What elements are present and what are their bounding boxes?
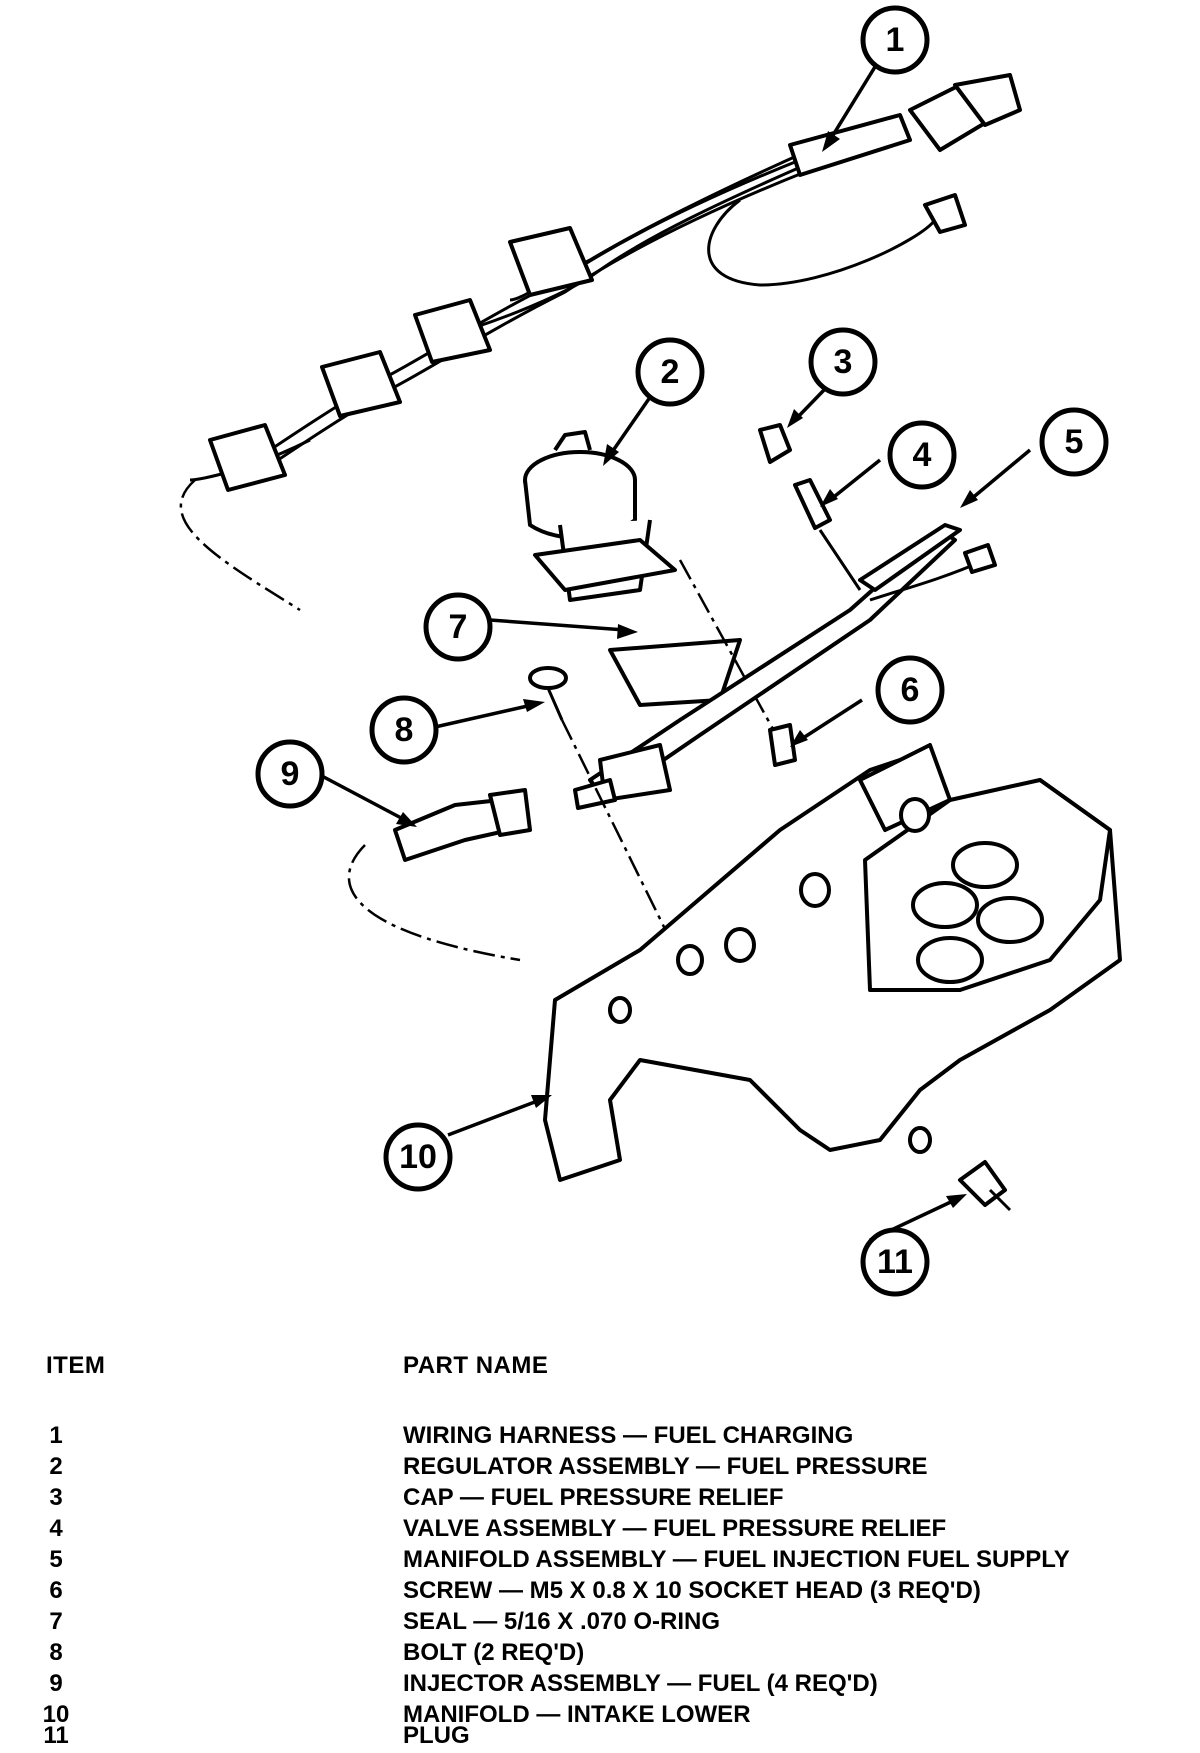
callout-3: 3: [808, 327, 878, 397]
legend-part-name: INJECTOR ASSEMBLY — FUEL (4 REQ'D): [403, 1670, 878, 1697]
legend-item-number: 1: [49, 1422, 63, 1449]
svg-text:1: 1: [886, 21, 905, 59]
legend-row: 2 REGULATOR ASSEMBLY — FUEL PRESSURE: [0, 1453, 1200, 1484]
legend-row: 11 PLUG: [0, 1722, 1200, 1753]
callout-2: 2: [635, 337, 705, 407]
svg-text:3: 3: [834, 343, 853, 381]
legend-row: 5 MANIFOLD ASSEMBLY — FUEL INJECTION FUE…: [0, 1546, 1200, 1577]
lower-intake-manifold: [543, 743, 1122, 1182]
legend-item-number: 8: [49, 1639, 63, 1666]
callout-9: 9: [255, 739, 325, 809]
legend-row: 4 VALVE ASSEMBLY — FUEL PRESSURE RELIEF: [0, 1515, 1200, 1546]
legend-part-name: VALVE ASSEMBLY — FUEL PRESSURE RELIEF: [403, 1515, 947, 1542]
legend-row: 7 SEAL — 5/16 X .070 O-RING: [0, 1608, 1200, 1639]
svg-text:8: 8: [395, 711, 414, 749]
legend-part-name: SEAL — 5/16 X .070 O-RING: [403, 1608, 721, 1635]
legend-item-number: 10: [42, 1701, 70, 1728]
legend-item-number: 4: [49, 1515, 63, 1542]
callout-1: 1: [860, 5, 930, 75]
legend-item-number: 7: [49, 1608, 63, 1635]
legend-row: 8 BOLT (2 REQ'D): [0, 1639, 1200, 1670]
relief-cap-and-valve: [758, 423, 862, 591]
svg-text:2: 2: [661, 353, 680, 391]
legend-part-name: MANIFOLD — INTAKE LOWER: [403, 1701, 751, 1728]
legend-part-name: SCREW — M5 X 0.8 X 10 SOCKET HEAD (3 REQ…: [403, 1577, 981, 1604]
legend-item-number: 5: [49, 1546, 63, 1573]
legend-item-number: 2: [49, 1453, 63, 1480]
legend-row: 9 INJECTOR ASSEMBLY — FUEL (4 REQ'D): [0, 1670, 1200, 1701]
svg-text:10: 10: [399, 1138, 437, 1176]
legend-part-name: MANIFOLD ASSEMBLY — FUEL INJECTION FUEL …: [403, 1546, 1070, 1573]
legend-part-name: CAP — FUEL PRESSURE RELIEF: [403, 1484, 784, 1511]
bolt: [528, 666, 702, 1001]
svg-text:7: 7: [449, 608, 468, 646]
legend-item-number: 11: [43, 1722, 69, 1749]
leader-lines: [319, 61, 1032, 1242]
exploded-parts-diagram: 1 2 3 4 5 6 7 8 9 10 11: [179, 5, 1122, 1297]
parts-legend: ITEM PART NAME 1 WIRING HARNESS — FUEL C…: [0, 1352, 1200, 1749]
svg-text:9: 9: [281, 755, 300, 793]
legend-item-number: 9: [49, 1670, 63, 1697]
legend-part-name: REGULATOR ASSEMBLY — FUEL PRESSURE: [403, 1453, 928, 1480]
fuel-pressure-regulator: [523, 430, 792, 761]
socket-head-screw: [768, 723, 797, 767]
callout-10: 10: [383, 1122, 453, 1192]
legend-row: 10 MANIFOLD — INTAKE LOWER: [0, 1701, 1200, 1732]
svg-text:4: 4: [913, 436, 932, 474]
legend-part-name: BOLT (2 REQ'D): [403, 1639, 585, 1666]
part-name-column-header: PART NAME: [403, 1352, 549, 1379]
item-column-header: ITEM: [46, 1352, 106, 1379]
plug: [958, 1160, 1012, 1212]
fuel-injector: [347, 788, 532, 962]
svg-text:11: 11: [877, 1243, 913, 1281]
legend-row: 1 WIRING HARNESS — FUEL CHARGING: [0, 1422, 1200, 1453]
wiring-harness: [179, 73, 1022, 612]
legend-part-name: PLUG: [403, 1722, 470, 1749]
legend-part-name: WIRING HARNESS — FUEL CHARGING: [403, 1422, 854, 1449]
svg-text:5: 5: [1065, 423, 1084, 461]
callout-4: 4: [887, 420, 957, 490]
callout-7: 7: [423, 592, 493, 662]
fuel-supply-manifold: [573, 523, 997, 810]
legend-item-number: 6: [49, 1577, 63, 1604]
legend-item-number: 3: [49, 1484, 63, 1511]
callout-11: 11: [860, 1227, 930, 1297]
callout-8: 8: [369, 695, 439, 765]
svg-text:6: 6: [901, 671, 920, 709]
legend-row: 3 CAP — FUEL PRESSURE RELIEF: [0, 1484, 1200, 1515]
callout-6: 6: [875, 655, 945, 725]
legend-row: 6 SCREW — M5 X 0.8 X 10 SOCKET HEAD (3 R…: [0, 1577, 1200, 1608]
callout-5: 5: [1039, 407, 1109, 477]
